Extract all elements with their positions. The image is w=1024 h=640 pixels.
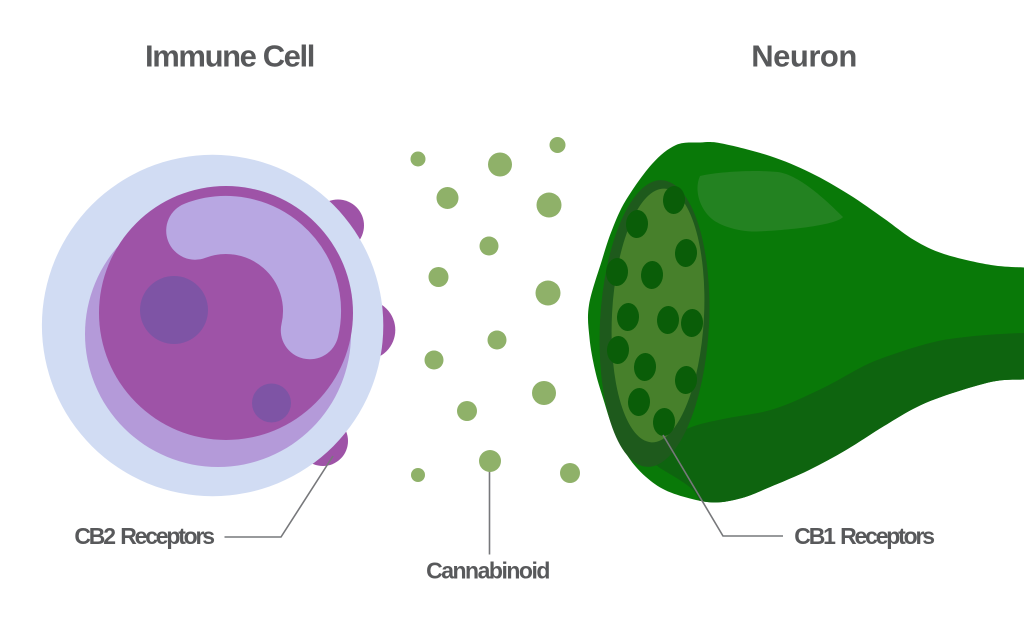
svg-text:Cannabinoid: Cannabinoid bbox=[426, 557, 549, 583]
svg-text:CB1 Receptors: CB1 Receptors bbox=[794, 523, 934, 549]
svg-text:Immune Cell: Immune Cell bbox=[145, 39, 314, 74]
svg-text:Neuron: Neuron bbox=[751, 39, 857, 74]
svg-text:CB2 Receptors: CB2 Receptors bbox=[74, 523, 214, 549]
